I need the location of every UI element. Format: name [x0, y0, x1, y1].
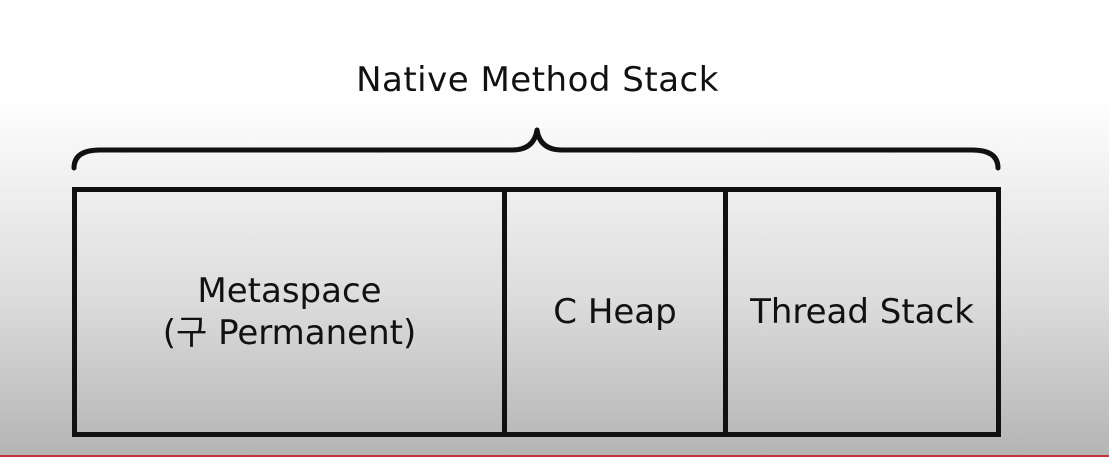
metaspace-block: Metaspace (구 Permanent) [72, 187, 507, 437]
diagram-title: Native Method Stack [356, 60, 719, 100]
c-heap-label: C Heap [553, 292, 677, 332]
metaspace-label: Metaspace [197, 271, 382, 311]
thread-stack-block: Thread Stack [723, 187, 1001, 437]
curly-brace [71, 127, 1001, 171]
metaspace-sublabel: (구 Permanent) [162, 313, 417, 353]
bottom-divider [0, 455, 1109, 457]
c-heap-block: C Heap [502, 187, 728, 437]
thread-stack-label: Thread Stack [750, 292, 974, 332]
